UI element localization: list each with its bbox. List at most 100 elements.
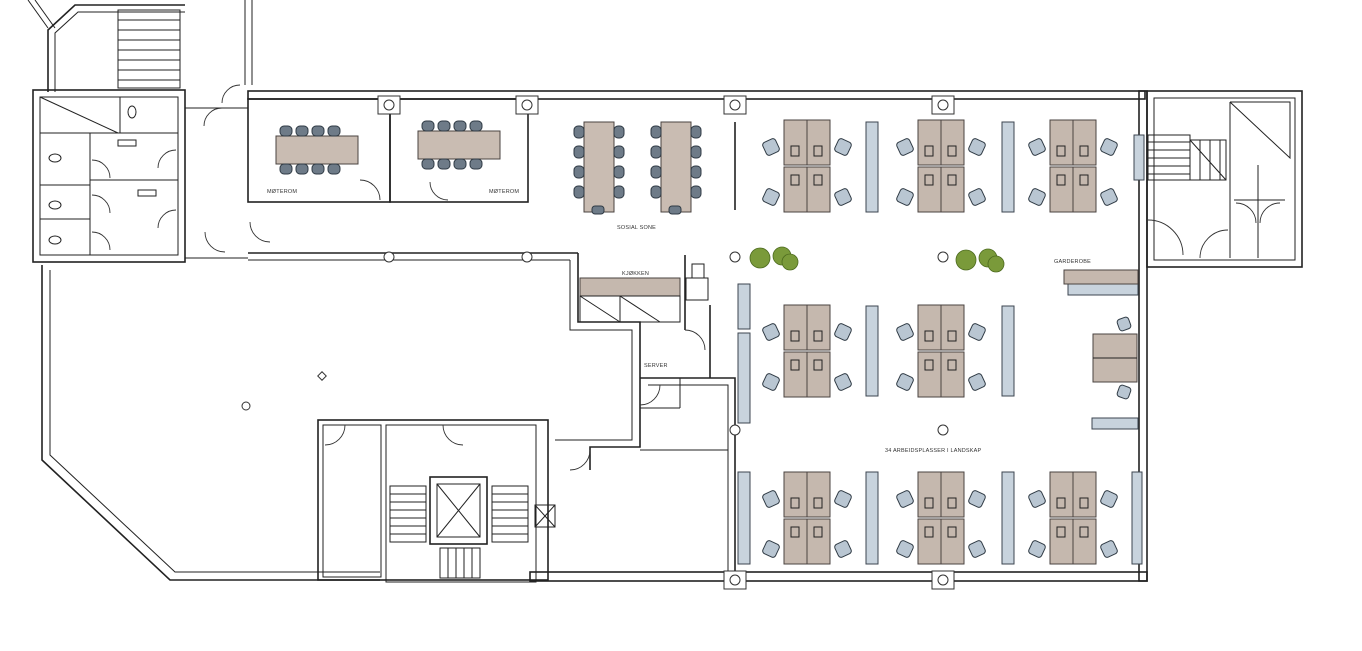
- meeting-table-2: [417, 130, 501, 160]
- desk: [940, 351, 965, 398]
- desk-chair: [834, 323, 852, 341]
- desk: [783, 518, 808, 565]
- desk: [1049, 119, 1074, 166]
- workstation-cluster: [896, 304, 986, 398]
- desk: [1049, 471, 1074, 518]
- desk-chair: [968, 138, 986, 156]
- desk-chair: [896, 490, 914, 508]
- wardrobe-label: GARDEROBE: [1054, 259, 1091, 265]
- desk: [940, 518, 965, 565]
- desk: [940, 471, 965, 518]
- plants: [749, 246, 1005, 273]
- toilet-block: [32, 89, 186, 263]
- desk-chair: [1100, 138, 1118, 156]
- desk: [917, 304, 942, 351]
- desk-chair: [762, 188, 780, 206]
- desk: [1072, 518, 1097, 565]
- server-label: SERVER: [644, 363, 668, 369]
- side-desk: [1092, 316, 1138, 400]
- desk: [1072, 471, 1097, 518]
- desk: [1049, 166, 1074, 213]
- desk: [917, 351, 942, 398]
- desk-chair: [762, 490, 780, 508]
- desk-chair: [896, 188, 914, 206]
- kitchen: KJØKKEN: [579, 263, 709, 323]
- desk: [917, 119, 942, 166]
- desk-chair: [1028, 490, 1046, 508]
- desk: [1072, 119, 1097, 166]
- desk-chair: [1100, 188, 1118, 206]
- social-zone: SOSIAL SONE: [573, 121, 736, 231]
- desk: [806, 471, 831, 518]
- storage-cabinets: [737, 121, 1145, 565]
- workstation-cluster: [762, 304, 852, 398]
- desk: [917, 471, 942, 518]
- open-office-label: 34 ARBEIDSPLASSER I LANDSKAP: [885, 448, 982, 454]
- inner-walls: SERVER: [248, 252, 736, 580]
- workstation-cluster: [896, 471, 986, 565]
- desk-chair: [968, 323, 986, 341]
- desk: [806, 166, 831, 213]
- desk: [940, 119, 965, 166]
- desk-chair: [762, 138, 780, 156]
- desk: [806, 119, 831, 166]
- desk: [806, 351, 831, 398]
- desk-chair: [1028, 540, 1046, 558]
- desk: [806, 518, 831, 565]
- desk-chair: [896, 138, 914, 156]
- desk-chair: [968, 540, 986, 558]
- meeting-table-1: [275, 135, 359, 165]
- desk: [1049, 518, 1074, 565]
- desk-chair: [968, 490, 986, 508]
- workstation-cluster: [896, 119, 986, 213]
- desk: [783, 166, 808, 213]
- kitchen-label: KJØKKEN: [622, 271, 649, 277]
- desk: [940, 166, 965, 213]
- columns: [241, 95, 955, 590]
- stairwell-right: [1146, 90, 1303, 268]
- desk-chair: [834, 188, 852, 206]
- desk-chair: [1028, 138, 1046, 156]
- desk-chair: [762, 373, 780, 391]
- desk-chair: [896, 373, 914, 391]
- desk-chair: [834, 373, 852, 391]
- desk: [940, 304, 965, 351]
- stairwell-lower: [317, 419, 556, 583]
- desk: [783, 351, 808, 398]
- desk-chair: [834, 540, 852, 558]
- workstations: [762, 119, 1118, 565]
- meeting-chairs-2: [421, 120, 483, 170]
- desk: [917, 518, 942, 565]
- workstation-cluster: [762, 471, 852, 565]
- desk-chair: [1100, 540, 1118, 558]
- social-table-1: [583, 121, 615, 213]
- building-outline: [27, 0, 1148, 582]
- desk-chair: [834, 490, 852, 508]
- stair-steps-lower: [389, 485, 529, 579]
- desk: [1072, 166, 1097, 213]
- meeting-room-label-1: MØTEROM: [267, 189, 297, 195]
- social-table-2: [660, 121, 692, 213]
- workstation-cluster: [1028, 119, 1118, 213]
- desk-chair: [968, 188, 986, 206]
- desk-chair: [1028, 188, 1046, 206]
- desk-chair: [1100, 490, 1118, 508]
- desk-chair: [834, 138, 852, 156]
- desk-chair: [896, 540, 914, 558]
- meeting-chairs-1: [279, 125, 341, 175]
- social-zone-label: SOSIAL SONE: [617, 225, 656, 231]
- desk-chair: [896, 323, 914, 341]
- wardrobe: GARDEROBE: [1054, 259, 1139, 285]
- desk-chair: [762, 540, 780, 558]
- desk: [783, 304, 808, 351]
- social-chairs: [573, 125, 702, 215]
- desk: [806, 304, 831, 351]
- stair-top-left: [117, 9, 181, 89]
- meeting-room-label-2: MØTEROM: [489, 189, 519, 195]
- desk: [917, 166, 942, 213]
- desk: [783, 119, 808, 166]
- meeting-rooms: MØTEROM MØTEROM: [247, 98, 529, 203]
- workstation-cluster: [762, 119, 852, 213]
- workstation-cluster: [1028, 471, 1118, 565]
